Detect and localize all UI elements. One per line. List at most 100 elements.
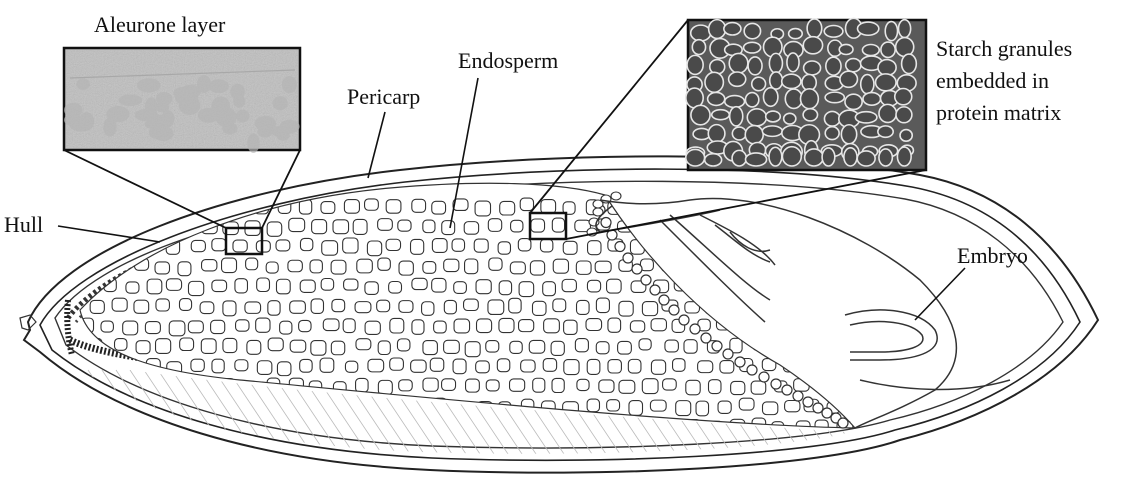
- endosperm-cell: [852, 281, 864, 293]
- embryo-leader-line: [915, 268, 965, 320]
- endosperm-cell: [794, 220, 807, 234]
- starch-granule: [824, 25, 843, 37]
- starch-granule: [803, 37, 822, 54]
- aleurone-texture: [119, 94, 143, 106]
- starch-granule: [841, 125, 856, 144]
- starch-granule: [876, 74, 896, 91]
- endosperm-cell: [201, 378, 216, 390]
- endosperm-cell: [794, 260, 806, 271]
- starch-granule: [782, 147, 801, 166]
- aleurone-texture: [161, 110, 174, 127]
- starch-granule: [691, 25, 711, 41]
- scutellum-bead: [615, 242, 625, 252]
- starch-granule: [705, 154, 722, 166]
- aleurone-texture: [103, 118, 116, 137]
- starch-granule: [804, 61, 821, 75]
- endosperm-cell: [808, 241, 824, 253]
- endosperm-cell: [771, 339, 784, 351]
- endosperm-cell: [818, 261, 831, 275]
- endosperm-cell: [134, 219, 146, 232]
- starch-granule: [745, 153, 766, 166]
- starch-granule: [709, 20, 726, 39]
- starch-granule: [708, 125, 725, 143]
- endosperm-cell: [718, 239, 730, 252]
- scutellum-bead: [747, 365, 757, 375]
- label-pericarp: Pericarp: [347, 84, 420, 109]
- starch-granule: [805, 149, 824, 166]
- aleurone-texture: [175, 87, 199, 106]
- starch-granule: [902, 54, 917, 74]
- scutellum-bead: [650, 285, 660, 295]
- aleurone-texture: [282, 76, 297, 93]
- endosperm-cell: [861, 261, 877, 275]
- starch-granule: [896, 107, 912, 123]
- endosperm-cell: [101, 359, 116, 370]
- endosperm-cell: [102, 200, 114, 215]
- endosperm-cell: [830, 319, 845, 332]
- starch-granule: [826, 57, 841, 75]
- starch-granule: [745, 93, 758, 107]
- starch-granule: [744, 42, 761, 53]
- endosperm-cell: [103, 399, 115, 413]
- scutellum-bead: [723, 349, 733, 359]
- endosperm-cell: [377, 418, 391, 431]
- endosperm-cell: [619, 422, 632, 434]
- starch-granule: [844, 148, 857, 166]
- starch-granule: [687, 55, 703, 74]
- aleurone-texture: [208, 79, 229, 93]
- starch-granule: [824, 111, 840, 126]
- starch-granule: [803, 109, 817, 121]
- scutellum-bead: [838, 418, 848, 428]
- starch-granule: [862, 44, 879, 55]
- endosperm-cell: [687, 222, 701, 237]
- aleurone-texture: [236, 110, 250, 123]
- starch-granule: [857, 22, 878, 35]
- endosperm-cell: [124, 200, 137, 214]
- aleurone-texture: [135, 109, 158, 121]
- label-hull: Hull: [4, 212, 43, 237]
- starch-granule: [744, 23, 760, 38]
- scutellum-bead: [822, 408, 832, 418]
- aleurone-texture: [76, 78, 90, 90]
- endosperm-cell: [829, 359, 843, 372]
- endosperm-cell: [797, 298, 812, 310]
- endosperm-cell: [752, 262, 766, 275]
- scutellum-bead: [659, 295, 669, 305]
- endosperm-cell: [705, 300, 720, 314]
- endosperm-cell: [807, 319, 823, 332]
- starch-granule: [763, 88, 777, 107]
- endosperm-cell: [840, 261, 853, 275]
- endosperm-cell: [80, 281, 95, 295]
- aleurone-micrograph-inset: [64, 48, 300, 153]
- aleurone-texture: [137, 78, 161, 92]
- endosperm-cell: [806, 198, 820, 209]
- aleurone-texture: [216, 100, 230, 113]
- endosperm-cell: [422, 418, 437, 433]
- starch-granule: [825, 127, 839, 140]
- endosperm-cell: [859, 341, 874, 352]
- starch-granule: [729, 72, 746, 86]
- starch-granule: [855, 112, 877, 123]
- endosperm-cell: [739, 321, 753, 334]
- label-starch-line-3: protein matrix: [936, 100, 1061, 125]
- starch-granule: [732, 150, 746, 166]
- starch-granule: [686, 149, 705, 166]
- scutellum-bead: [712, 341, 722, 351]
- endosperm-cell: [92, 418, 106, 430]
- endosperm-cell: [650, 240, 664, 252]
- endosperm-cell: [388, 400, 400, 413]
- aleurone-texture: [156, 92, 173, 106]
- endosperm-cell: [342, 398, 357, 409]
- aleurone-texture: [272, 96, 287, 110]
- starch-granule: [705, 72, 723, 92]
- endosperm-cell: [708, 220, 720, 232]
- starch-granule: [769, 147, 782, 166]
- starch-granule: [730, 107, 743, 126]
- starch-granule: [745, 126, 763, 144]
- starch-granule: [691, 105, 710, 124]
- starch-granule: [840, 71, 858, 87]
- endosperm-cell: [124, 399, 139, 414]
- starch-granule: [839, 44, 853, 54]
- endosperm-cell: [828, 200, 840, 214]
